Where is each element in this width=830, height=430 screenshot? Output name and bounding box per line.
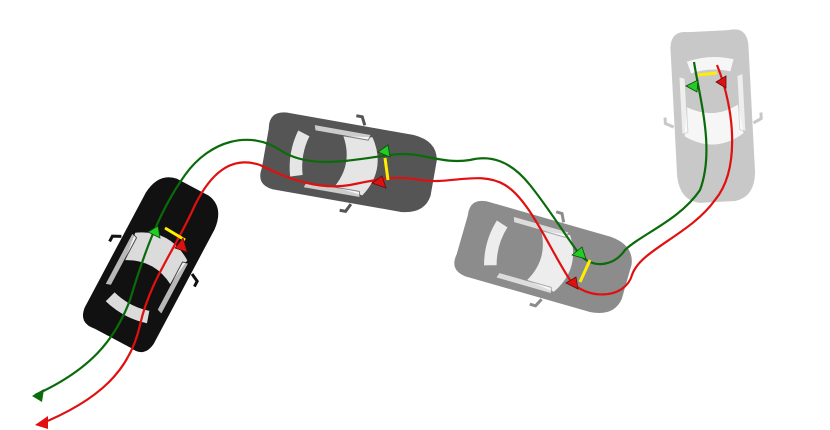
axle-line (697, 71, 718, 77)
red-marker (174, 237, 188, 253)
car-4 (659, 25, 768, 207)
axle-marker-4 (685, 71, 727, 93)
green-arrowhead (32, 389, 44, 402)
red-trajectory (37, 64, 734, 427)
red-marker (715, 75, 727, 89)
axle-marker-1 (147, 225, 188, 253)
red-marker (565, 276, 579, 290)
car-1 (68, 162, 238, 364)
axle-marker-3 (565, 246, 592, 290)
axle-line (578, 259, 592, 283)
car-2 (254, 99, 445, 228)
green-marker (571, 246, 587, 260)
red-arrowhead (35, 416, 48, 429)
car-3 (446, 186, 643, 330)
green-marker (147, 225, 161, 239)
cars-layer (68, 25, 768, 364)
axle-line (383, 157, 390, 181)
red-marker (371, 175, 387, 189)
green-marker (685, 79, 699, 93)
green-marker (377, 144, 391, 158)
markers-layer (32, 71, 727, 429)
axle-line (164, 226, 186, 242)
axle-marker-2 (371, 144, 391, 189)
